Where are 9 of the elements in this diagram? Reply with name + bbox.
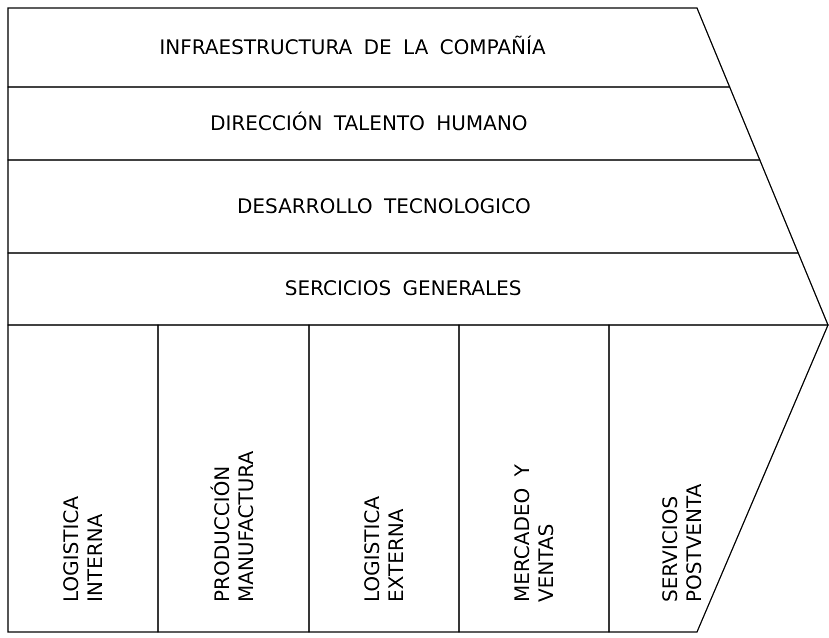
support-activity-label: SERCICIOS GENERALES — [284, 276, 522, 300]
primary-activity-label: PRODUCCIÓN MANUFACTURA — [210, 450, 258, 602]
support-activity-label: DIRECCIÓN TALENTO HUMANO — [209, 110, 529, 134]
primary-activity-label: MERCADEO Y VENTAS — [510, 463, 558, 602]
support-activity-label: DESARROLLO TECNOLOGICO — [236, 194, 532, 218]
primary-activity-label: SERVICIOS POSTVENTA — [658, 482, 706, 602]
support-activity-label: INFRAESTRUCTURA DE LA COMPAÑÍA — [158, 34, 547, 58]
primary-activity-label: LOGISTICA INTERNA — [59, 494, 107, 602]
primary-activity-label: LOGISTICA EXTERNA — [360, 494, 408, 602]
